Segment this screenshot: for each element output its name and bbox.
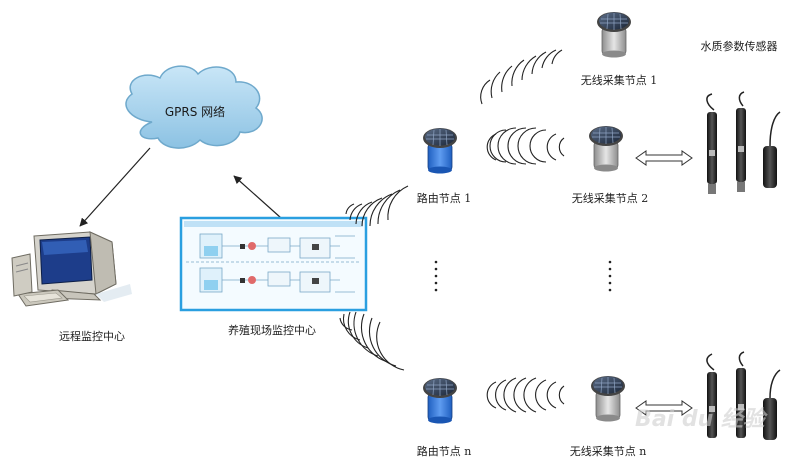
wireless-waves xyxy=(339,49,565,413)
arrow-cloud-to-remote xyxy=(79,147,151,227)
cloud-label: GPRS 网络 xyxy=(165,104,225,119)
node-1-label: 无线采集节点 1 xyxy=(581,73,658,87)
node-n-label: 无线采集节点 n xyxy=(570,444,647,458)
collection-node-n xyxy=(590,375,626,422)
router-node-n xyxy=(422,377,458,424)
collection-node-2 xyxy=(588,125,624,172)
watermark: Bai du 经验 xyxy=(635,406,768,432)
gprs-cloud: GPRS 网络 xyxy=(125,65,263,149)
sensor-probes-lower xyxy=(706,351,781,440)
collection-node-1 xyxy=(596,11,632,58)
remote-center-label: 远程监控中心 xyxy=(59,329,125,343)
farm-center-label: 养殖现场监控中心 xyxy=(228,323,316,337)
double-arrow-node-2 xyxy=(635,150,693,166)
sensor-title: 水质参数传感器 xyxy=(701,39,778,53)
ellipsis-nodes xyxy=(608,260,612,292)
router-1-label: 路由节点 1 xyxy=(417,191,472,205)
remote-computer xyxy=(11,231,132,307)
node-2-label: 无线采集节点 2 xyxy=(572,191,649,205)
farm-monitor-screen xyxy=(179,216,368,312)
double-arrow-node-n xyxy=(635,400,693,416)
ellipsis-routers xyxy=(434,260,438,292)
sensor-probes-upper xyxy=(706,91,781,194)
router-node-1 xyxy=(422,127,458,174)
router-n-label: 路由节点 n xyxy=(417,444,472,458)
